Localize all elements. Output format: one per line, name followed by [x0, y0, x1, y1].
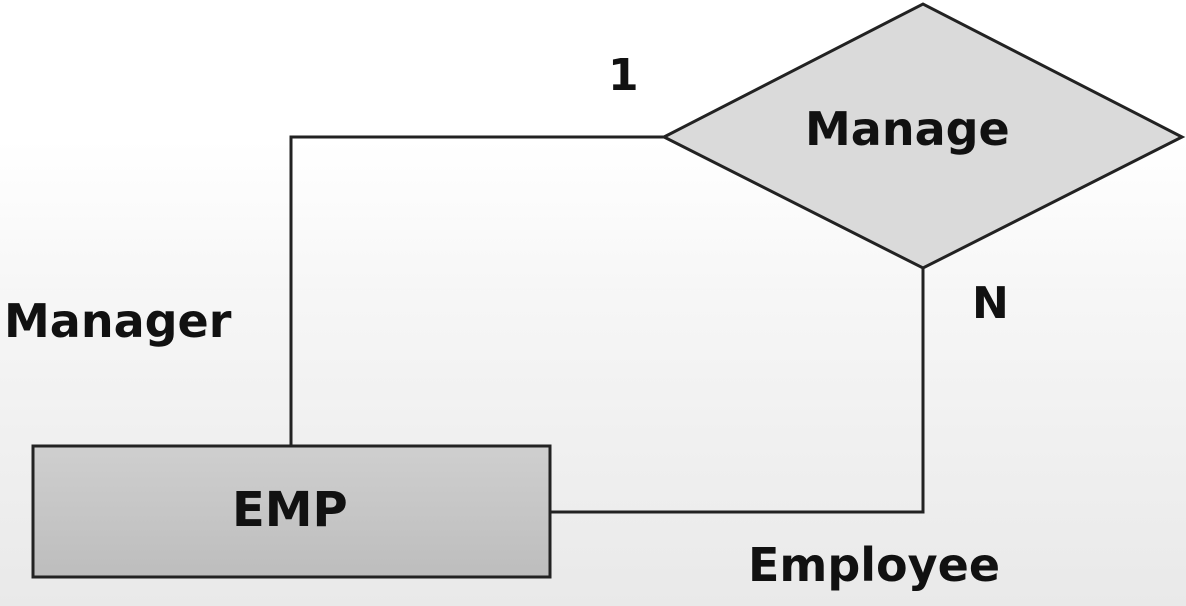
- relationship-label: Manage: [805, 102, 1010, 156]
- employee-connector-line: [550, 268, 925, 514]
- cardinality-n-label: N: [972, 278, 1009, 329]
- manager-role-label: Manager: [4, 294, 232, 348]
- manage-relationship-diamond: [660, 2, 1186, 270]
- manager-connector-line: [289, 135, 664, 446]
- employee-role-label: Employee: [748, 538, 1001, 592]
- cardinality-one-label: 1: [608, 50, 639, 101]
- entity-label: EMP: [232, 482, 348, 538]
- emp-entity-box: [31, 444, 552, 579]
